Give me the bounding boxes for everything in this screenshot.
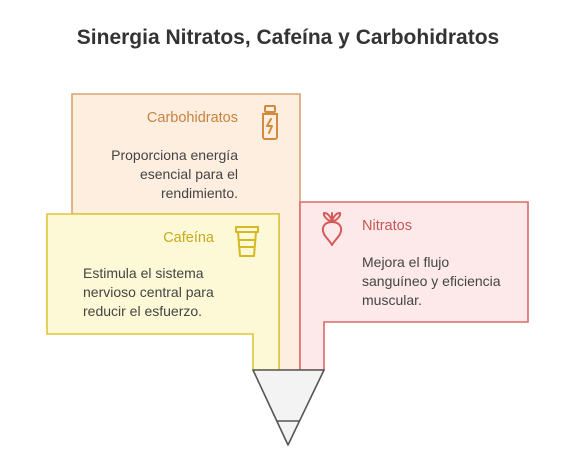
nitratos-heading: Nitratos [362, 218, 412, 234]
coffee-cup-icon [233, 223, 261, 264]
carbohidratos-line-3: rendimiento. [160, 185, 238, 201]
diagram-title: Sinergia Nitratos, Cafeína y Carbohidrat… [76, 26, 500, 49]
cafeina-heading: Cafeína [163, 230, 214, 246]
cafeina-line-1: Estimula el sistema [83, 265, 204, 281]
cafeina-line-3: reducir el esfuerzo. [83, 303, 203, 319]
nitratos-line-2: sanguíneo y eficiencia [362, 273, 501, 289]
nitratos-line-3: muscular. [362, 292, 422, 308]
cafeina-description: Estimula el sistema nervioso central par… [83, 264, 214, 321]
nitratos-line-1: Mejora el flujo [362, 254, 450, 270]
cafeina-line-2: nervioso central para [83, 284, 214, 300]
carbohidratos-description: Proporciona energía esencial para el ren… [111, 146, 238, 203]
beetroot-icon [318, 211, 346, 252]
carbohidratos-line-2: esencial para el [139, 166, 238, 182]
nitratos-description: Mejora el flujo sanguíneo y eficiencia m… [362, 253, 501, 310]
carbohidratos-heading: Carbohidratos [146, 110, 238, 126]
energy-drink-bottle-icon [259, 104, 281, 147]
funnel-icon [252, 369, 325, 446]
carbohidratos-line-1: Proporciona energía [111, 147, 238, 163]
